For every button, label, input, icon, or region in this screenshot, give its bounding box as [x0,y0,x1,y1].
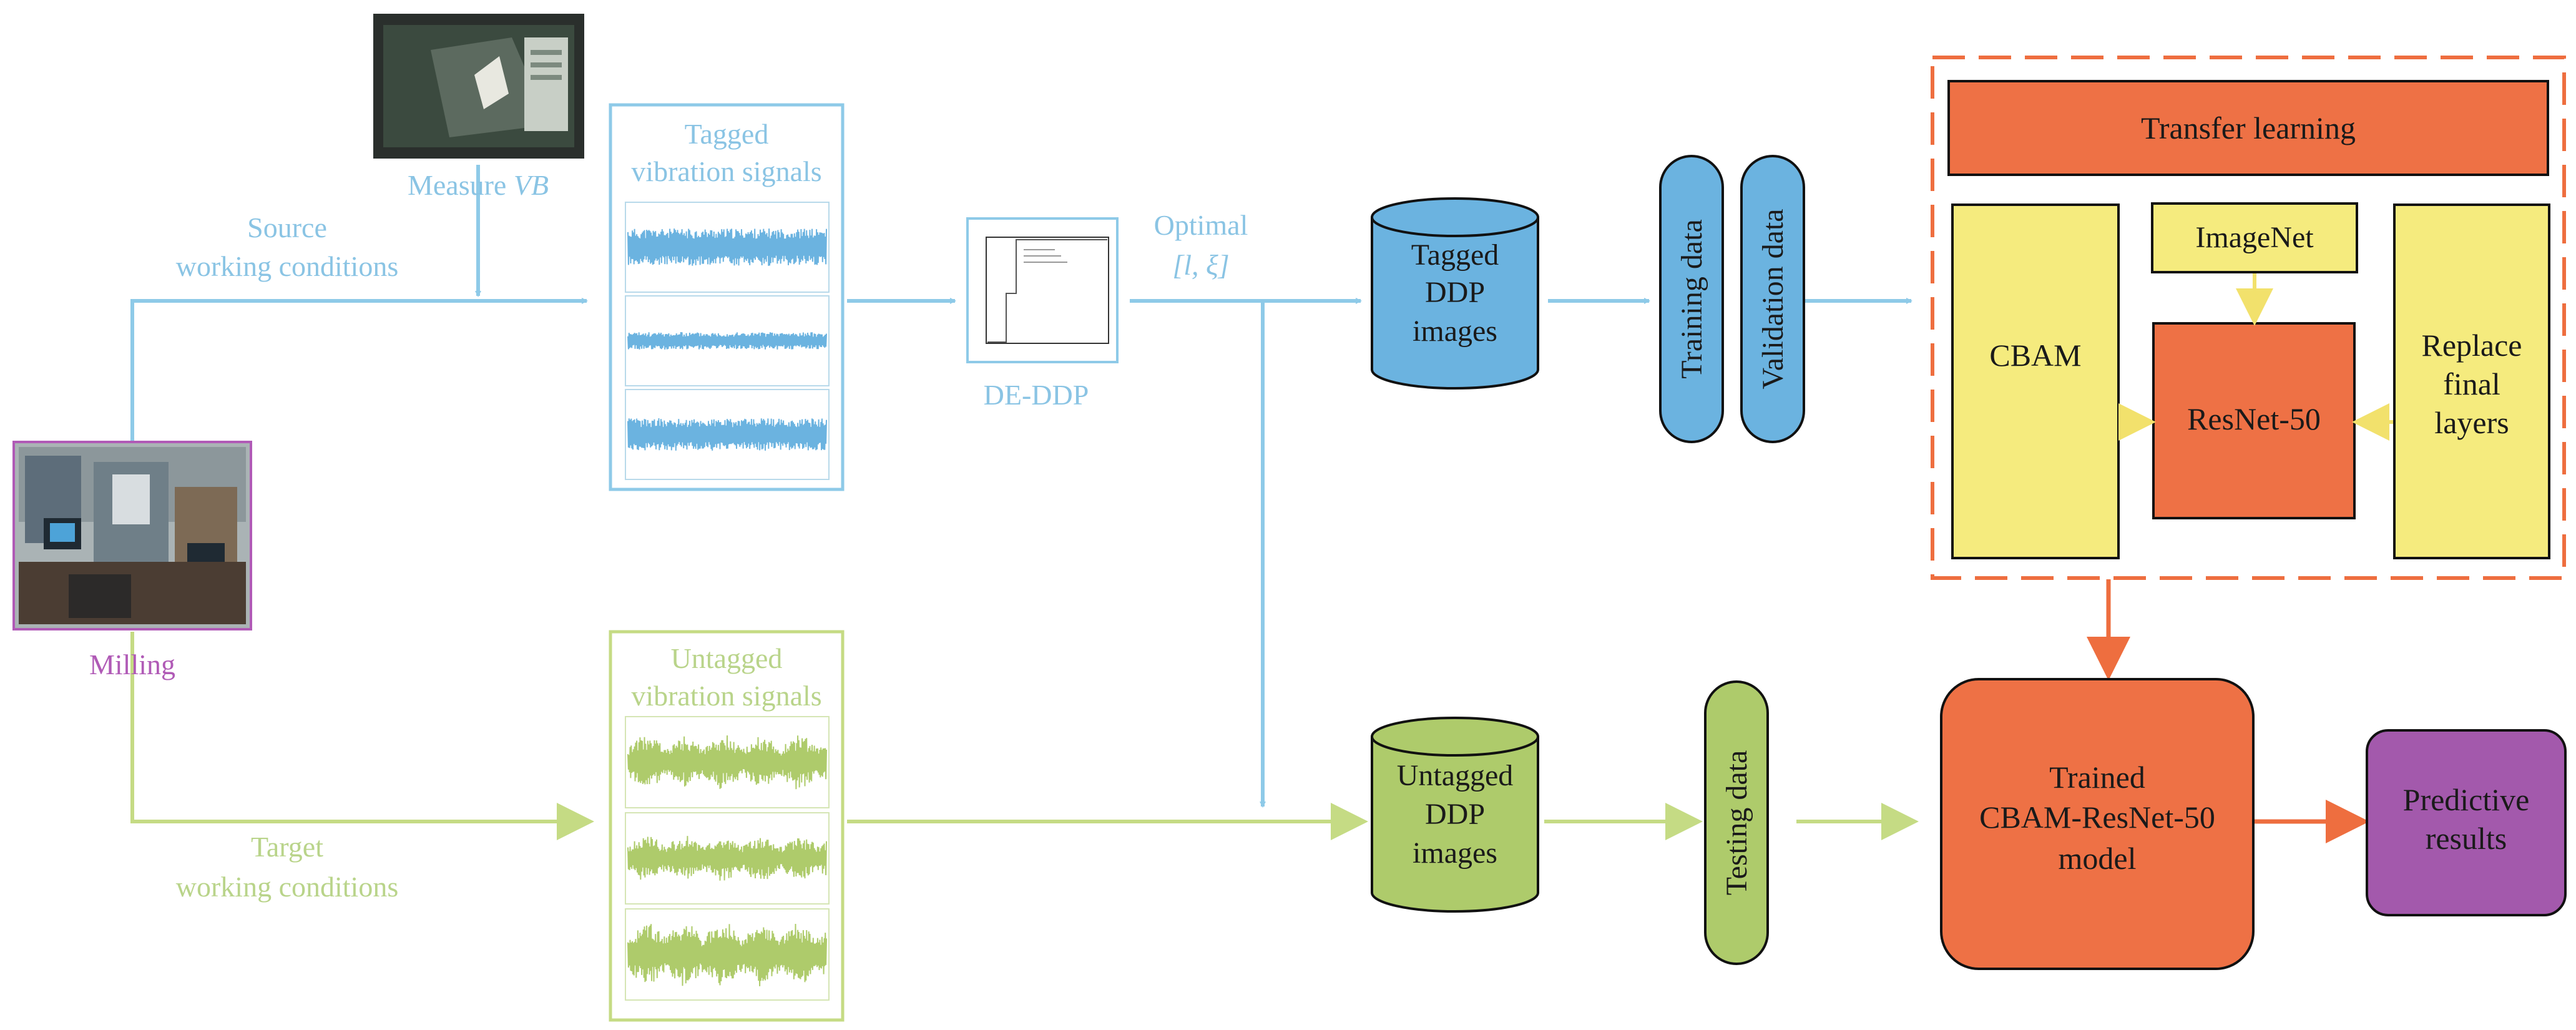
tagged-signals-title-line1: Tagged [685,118,769,150]
source-label-line1: Source [247,212,327,243]
svg-text:Training data: Training data [1675,219,1708,379]
target-label-line2: working conditions [176,871,398,903]
svg-text:Testing data: Testing data [1720,750,1753,896]
resnet-50-label: ResNet-50 [2187,401,2321,436]
svg-text:images: images [1413,315,1497,348]
vibration-waveform [627,418,827,451]
transfer-learning-container: Transfer learning ImageNet CBAM ResNet-5… [1931,56,2566,580]
source-flow [130,165,1912,808]
testing-data-box: Testing data [1704,680,1769,965]
svg-text:results: results [2426,821,2507,856]
milling-machine-photo [12,441,252,630]
svg-text:final: final [2443,366,2500,401]
validation-data-box: Validation data [1740,155,1805,443]
transfer-learning-label: Transfer learning [2141,110,2356,145]
measure-vb-label: Measure VB [408,169,549,201]
vibration-waveform [627,836,827,881]
untagged-signals-title-line2: vibration signals [631,680,821,712]
untagged-signals-panel: Untagged vibration signals [609,630,845,1022]
training-data-box: Training data [1659,155,1724,443]
source-label-line2: working conditions [176,250,398,282]
milling-label: Milling [89,649,175,680]
de-ddp-plot [966,217,1119,363]
tagged-signals-panel: Tagged vibration signals [609,103,845,491]
replace-final-layers-box [2393,204,2550,559]
target-flow [130,632,1919,840]
measure-vb-photo [373,14,584,159]
svg-text:Untagged: Untagged [1397,759,1514,792]
svg-text:Replace: Replace [2421,328,2522,363]
de-ddp-label: DE-DDP [984,379,1089,411]
trained-model-box: Trained CBAM-ResNet-50 model [1940,678,2255,970]
untagged-ddp-images-cylinder: Untagged DDP images [1371,717,1539,913]
vibration-waveform [627,228,827,266]
svg-text:CBAM-ResNet-50: CBAM-ResNet-50 [1979,800,2215,835]
optimal-label-line2: [l, ξ] [1172,249,1229,281]
untagged-signals-title-line1: Untagged [671,642,783,674]
model-flow [2087,579,2369,843]
vibration-waveform [627,331,827,350]
tagged-ddp-images-cylinder: Tagged DDP images [1371,197,1539,390]
svg-text:Tagged: Tagged [1411,238,1499,272]
svg-text:DDP: DDP [1425,276,1485,309]
resnet-50-box [2152,322,2356,519]
svg-text:Trained: Trained [2049,760,2145,795]
tagged-signals-title-line2: vibration signals [631,155,821,187]
target-label-line1: Target [251,831,323,863]
optimal-label-line1: Optimal [1154,209,1248,241]
imagenet-box [2151,202,2358,273]
svg-text:layers: layers [2434,405,2509,440]
svg-text:model: model [2059,841,2137,876]
cbam-box [1951,204,2120,559]
svg-text:DDP: DDP [1425,798,1485,831]
svg-text:Predictive: Predictive [2403,782,2530,817]
imagenet-label: ImageNet [2195,221,2314,254]
svg-text:images: images [1413,836,1497,870]
vibration-waveform [627,735,827,790]
cbam-label: CBAM [1989,338,2081,373]
transfer-learning-box [1947,80,2549,176]
svg-text:Validation data: Validation data [1756,208,1790,389]
vibration-waveform [627,923,827,986]
predictive-results-box: Predictive results [2366,729,2567,916]
